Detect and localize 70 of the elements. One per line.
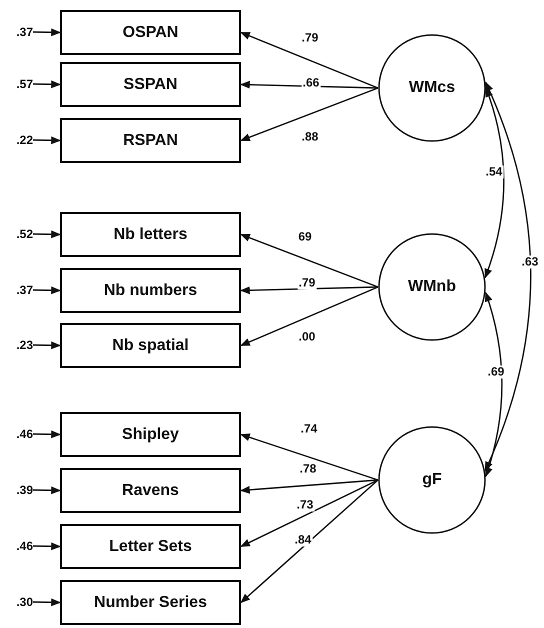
path-coefficient-label: .78 [298, 462, 318, 476]
latent-variable-circle [378, 34, 486, 142]
variable-name: WMnb [407, 278, 457, 296]
arrow [32, 28, 61, 36]
observed-variable-box [60, 212, 241, 257]
arrow [32, 542, 61, 550]
path-coefficient-label: .79 [298, 276, 316, 290]
variable-name: Ravens [122, 482, 179, 500]
path-coefficient-label: .74 [300, 422, 318, 436]
variable-name: SSPAN [124, 76, 178, 94]
path-coefficient-label: .88 [300, 130, 320, 144]
arrow [32, 341, 61, 350]
observed-variable-box [60, 268, 241, 313]
path-coefficient-label: .79 [300, 32, 320, 44]
error-variance-label: .30 [0, 594, 33, 610]
observed-variable-box [60, 580, 241, 625]
path-coefficient-label: .73 [296, 498, 314, 512]
path-coefficient-label: .84 [294, 534, 312, 546]
path-coefficient-label: .54 [484, 166, 504, 178]
variable-name: Letter Sets [109, 538, 192, 556]
arrow [240, 286, 378, 346]
error-variance-label: .22 [0, 132, 33, 148]
variable-name: Nb letters [114, 226, 188, 244]
arrow [32, 136, 61, 144]
path-coefficient-label: .63 [520, 256, 540, 268]
observed-variable-box [60, 10, 241, 55]
error-variance-label: .37 [0, 24, 33, 40]
observed-variable-box [60, 524, 241, 569]
latent-variable-circle [378, 426, 486, 534]
arrow [32, 80, 61, 88]
observed-variable-box [60, 62, 241, 107]
arrow [240, 479, 378, 494]
error-variance-label: .57 [0, 76, 33, 92]
variable-name: RSPAN [123, 132, 178, 150]
observed-variable-box [60, 118, 241, 163]
observed-variable-box [60, 468, 241, 513]
path-coefficient-label: .66 [302, 76, 320, 90]
variable-name: Nb spatial [112, 336, 189, 354]
observed-variable-box [60, 323, 241, 368]
observed-variable-box [60, 412, 241, 457]
arrow [240, 479, 378, 548]
variable-name: OSPAN [122, 24, 178, 42]
variable-name: gF [421, 471, 443, 489]
error-variance-label: .46 [0, 538, 33, 554]
path-coefficient-label: .69 [486, 366, 506, 378]
arrow [240, 286, 378, 294]
error-variance-label: .39 [0, 482, 33, 498]
arrow [240, 87, 378, 142]
double-headed-arrow [484, 292, 503, 478]
path-coefficient-label: 69 [297, 230, 313, 244]
error-variance-label: .46 [0, 426, 33, 442]
arrow [32, 430, 61, 438]
arrow [32, 486, 61, 494]
arrow [32, 286, 61, 294]
arrow [240, 80, 378, 89]
path-coefficient-label: .00 [298, 330, 316, 344]
arrow [240, 234, 378, 288]
error-variance-label: .52 [0, 226, 33, 242]
arrow [240, 434, 378, 481]
variable-name: Nb numbers [104, 282, 198, 300]
arrow [240, 32, 378, 89]
variable-name: Shipley [122, 426, 179, 444]
arrow [32, 230, 61, 238]
arrow [32, 598, 61, 606]
variable-name: WMcs [408, 79, 456, 97]
error-variance-label: .37 [0, 282, 33, 298]
latent-variable-circle [378, 233, 486, 341]
error-variance-label: .23 [0, 337, 33, 353]
arrow [240, 479, 378, 604]
variable-name: Number Series [94, 594, 207, 612]
